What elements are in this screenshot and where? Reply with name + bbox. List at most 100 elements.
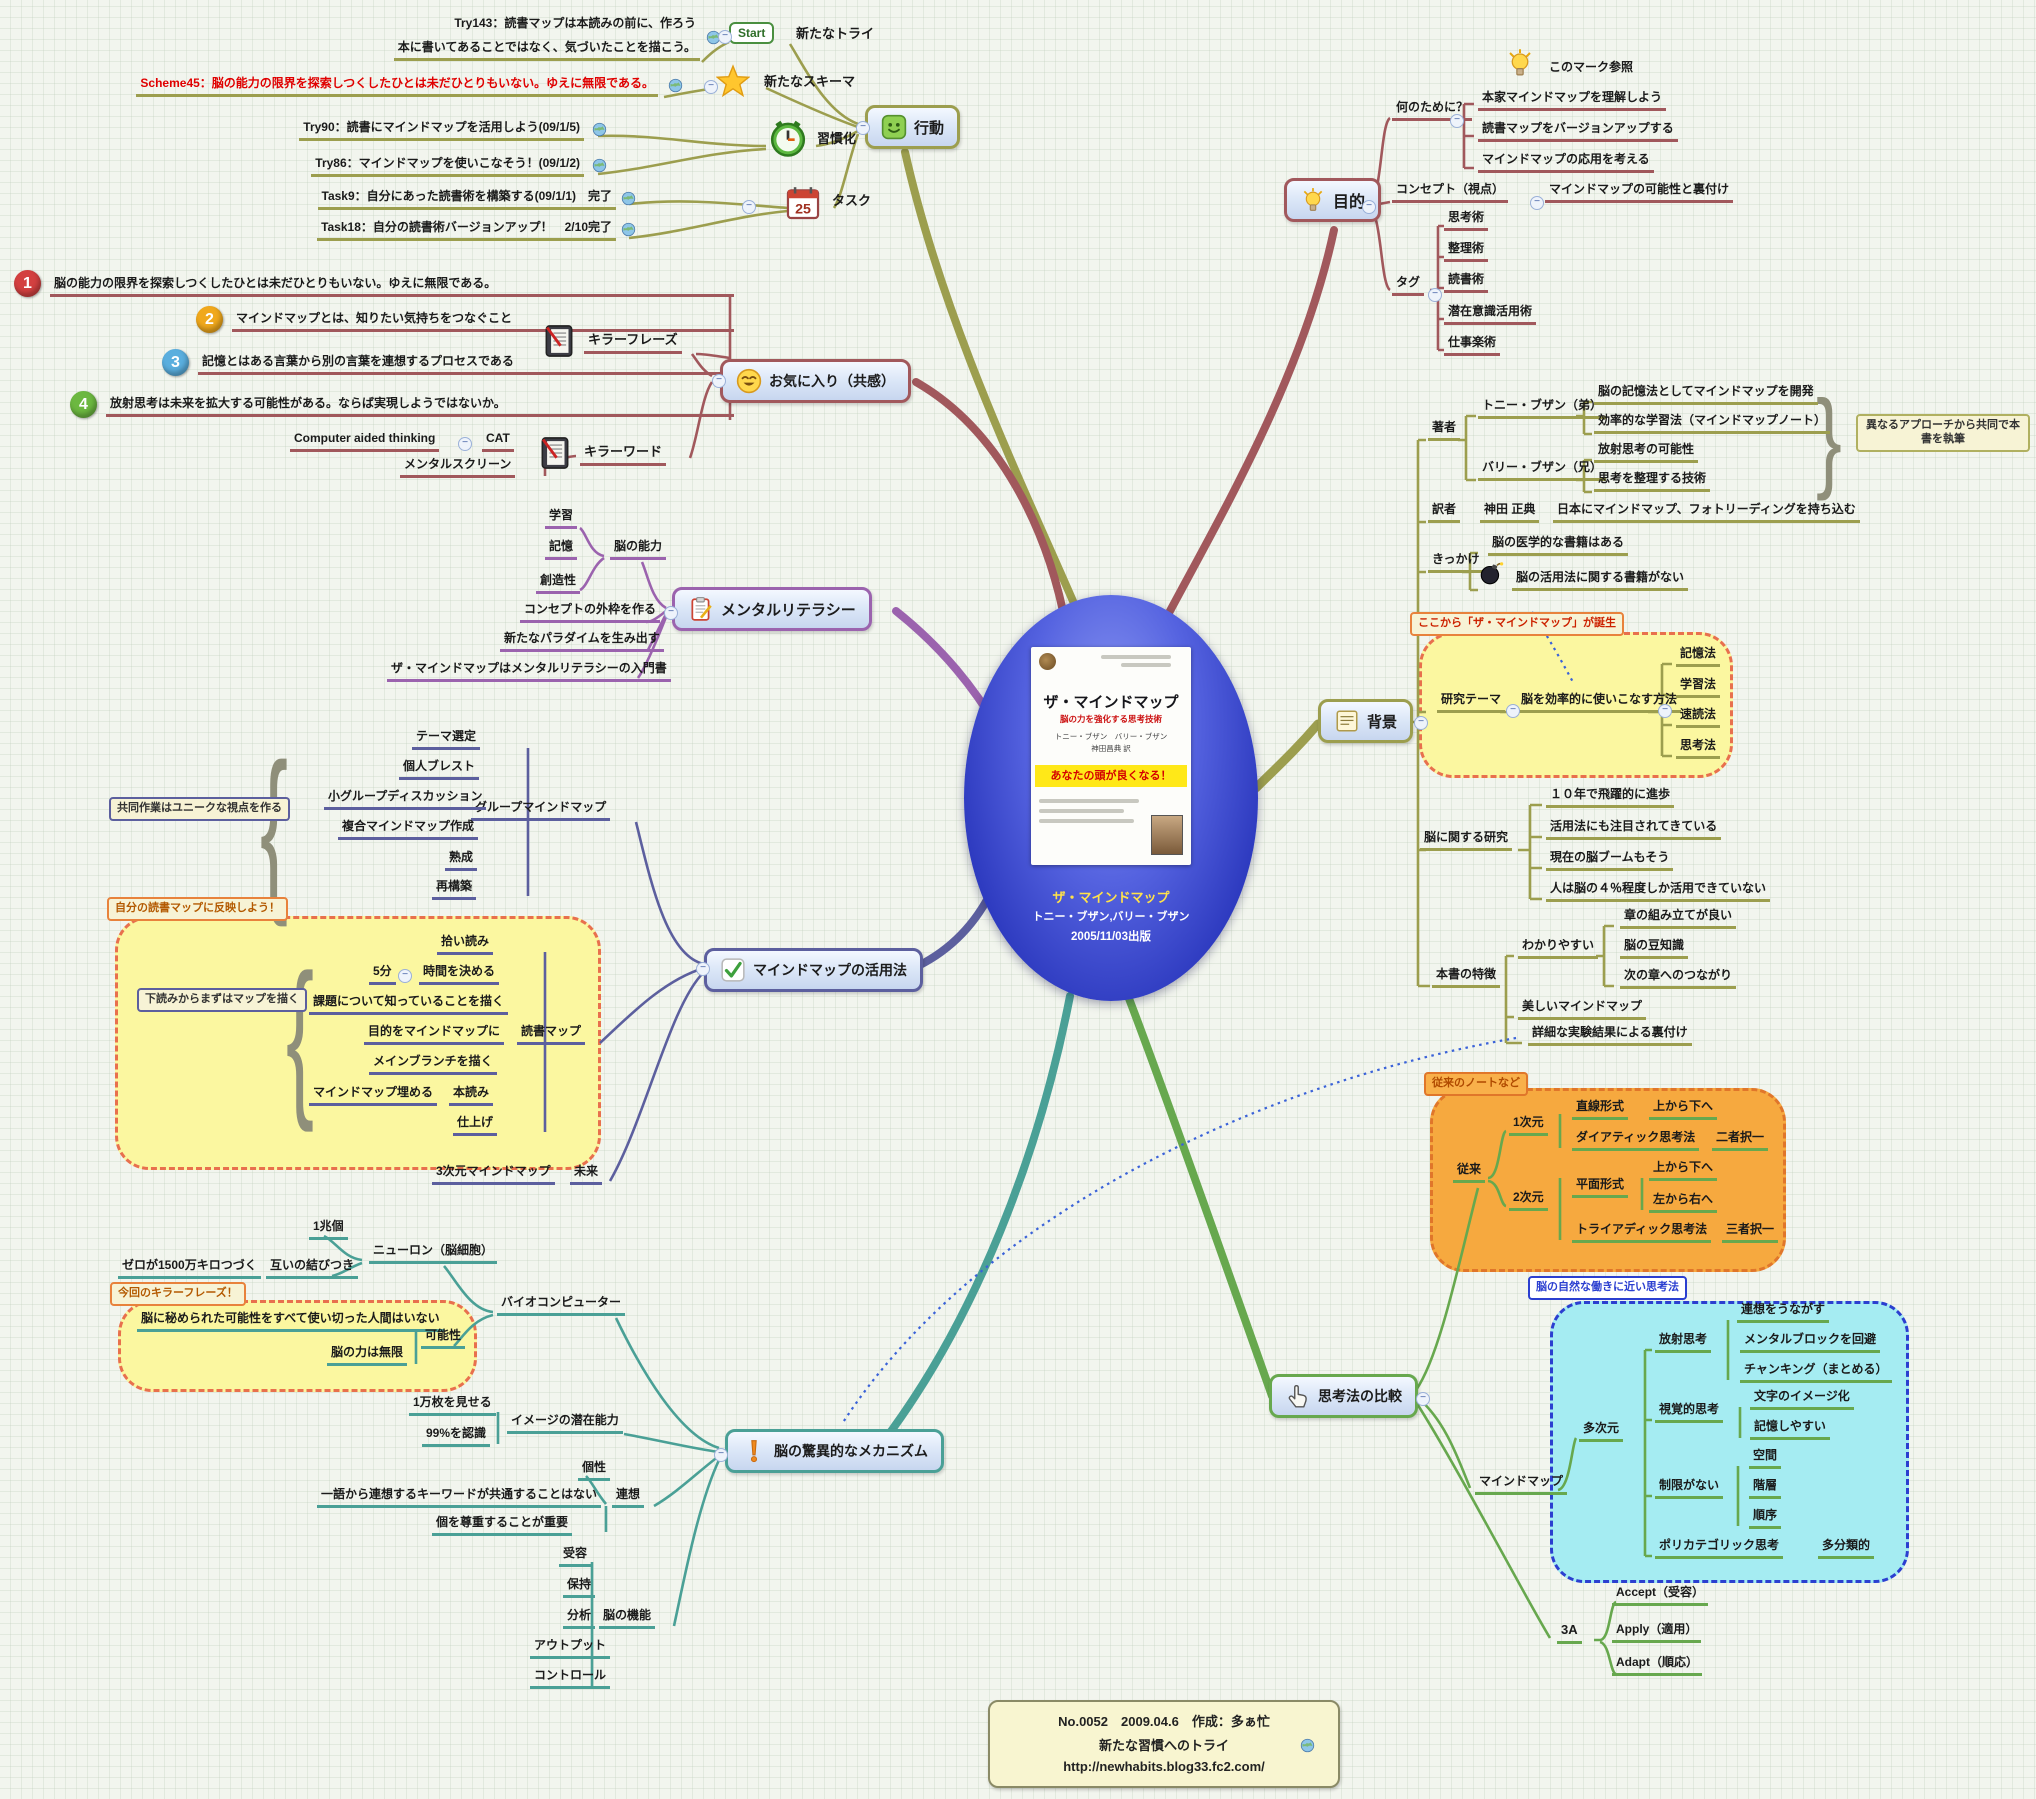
collapse-button[interactable]: − [1658,704,1672,718]
collapse-button[interactable]: − [718,30,732,44]
topic-compare[interactable]: 思考法の比較 [1269,1374,1418,1418]
label-background-trigger-b[interactable]: 脳の活用法に関する書籍がない [1512,570,1689,591]
label-favorite-killer_phrase-p4[interactable]: 放射思考は未来を拡大する可能性がある。ならば実現しようではないか。 [106,396,734,417]
collapse-button[interactable]: − [742,200,756,214]
label-action-task-label[interactable]: タスク [832,193,872,208]
label-mechanism-image-show[interactable]: 1万枚を見せる [409,1395,496,1416]
label-action-new_try-line1[interactable]: Try143：読書マップは本読みの前に、作ろう [454,16,696,30]
label-background-brain-items-2[interactable]: 現在の脳ブームもそう [1546,850,1674,871]
collapse-button[interactable]: − [1530,196,1544,210]
collapse-button[interactable]: − [704,80,718,94]
label-background-authors-barry_a[interactable]: 放射思考の可能性 [1594,442,1699,463]
label-background-trigger-label[interactable]: きっかけ [1428,552,1484,573]
label-background-brain-items-3[interactable]: 人は脳の４％程度しか活用できていない [1546,881,1771,902]
credit-box[interactable]: No.0052 2009.04.6 作成：多ぁ忙 新たな習慣へのトライ http… [988,1700,1340,1788]
collapse-button[interactable]: − [696,962,710,976]
label-purpose-why-b[interactable]: 読書マップをバージョンアップする [1478,121,1678,142]
label-mechanism-bio-infinite[interactable]: 脳の力は無限 [327,1345,408,1366]
label-favorite-killer_word-cat[interactable]: CAT [482,431,514,452]
label-action-habit-label[interactable]: 習慣化 [817,131,857,146]
topic-usage[interactable]: マインドマップの活用法 [704,948,923,992]
label-purpose-why-c[interactable]: マインドマップの応用を考える [1478,152,1654,173]
label-mental-learn[interactable]: 学習 [545,508,578,529]
label-mechanism-func-items-3[interactable]: アウトプット [530,1638,611,1659]
label-compare-mm-nolimit-a[interactable]: 空間 [1749,1448,1782,1469]
label-background-feature-evidence[interactable]: 詳細な実験結果による裏付け [1528,1025,1692,1046]
label-usage-reading-s2a[interactable]: 5分 [369,964,396,985]
label-favorite-killer_phrase-p1[interactable]: 脳の能力の限界を探索しつくしたひとは未だひとりもいない。ゆえに無限である。 [50,276,734,297]
label-usage-threed-future[interactable]: 未来 [570,1164,603,1185]
label-compare-mm-nolimit-label[interactable]: 制限がない [1655,1478,1724,1499]
label-background-feature-beautiful[interactable]: 美しいマインドマップ [1518,999,1647,1020]
label-background-authors-tony_b[interactable]: 効率的な学習法（マインドマップノート） [1594,413,1831,434]
label-background-authors-label[interactable]: 著者 [1428,420,1461,441]
label-mental-paradigm[interactable]: 新たなパラダイムを生み出す [500,631,664,652]
collapse-button[interactable]: − [398,969,412,983]
note-usage-group-note[interactable]: 共同作業はユニークな視点を作る [109,797,290,821]
label-compare-threeA-adapt[interactable]: Adapt（順応） [1612,1655,1702,1676]
label-mechanism-bio-trillion[interactable]: 1兆個 [309,1219,348,1240]
label-compare-mm-radiant-b[interactable]: メンタルブロックを回避 [1740,1332,1881,1353]
label-background-brain-items-0[interactable]: １０年で飛躍的に進歩 [1546,787,1675,808]
label-background-research-items-3[interactable]: 思考法 [1676,738,1721,759]
label-compare-conv-d2-l2r[interactable]: 左から右へ [1649,1192,1718,1213]
globe-icon[interactable] [592,158,607,173]
label-usage-reading-s6a[interactable]: マインドマップ埋める [309,1085,438,1106]
label-compare-conv-d2-plane[interactable]: 平面形式 [1572,1177,1629,1198]
label-mechanism-func-label[interactable]: 脳の機能 [599,1608,656,1629]
label-mechanism-bio-neuron[interactable]: ニューロン（脳細胞） [369,1243,498,1264]
label-mechanism-bio-label[interactable]: バイオコンピューター [497,1295,626,1316]
label-mechanism-assoc-nocommon[interactable]: 一語から連想するキーワードが共通することはない [317,1487,602,1508]
label-background-authors-barry[interactable]: バリー・ブザン（兄） [1478,460,1607,481]
globe-icon[interactable] [1300,1738,1315,1753]
label-background-research-label[interactable]: 研究テーマ [1437,692,1506,713]
label-background-feature-next[interactable]: 次の章へのつながり [1620,968,1737,989]
label-usage-group-steps-0[interactable]: テーマ選定 [412,729,481,750]
label-usage-reading-s5[interactable]: メインブランチを描く [369,1054,497,1075]
label-usage-reading-s1[interactable]: 拾い読み [437,934,494,955]
label-mechanism-bio-bond[interactable]: 互いの結びつき [266,1258,359,1279]
collapse-button[interactable]: − [1414,716,1428,730]
note-usage-reading-note1[interactable]: 自分の読書マップに反映しよう！ [107,897,288,921]
label-usage-reading-s2b[interactable]: 時間を決める [419,964,500,985]
collapse-button[interactable]: − [1428,288,1442,302]
label-compare-conv-d2-triadic[interactable]: トライアディック思考法 [1572,1222,1712,1243]
note-action-new_try-start[interactable]: Start [729,22,775,44]
number-badge[interactable]: 3 [162,349,189,376]
label-action-task-task18[interactable]: Task18：自分の読書術バージョンアップ！ 2/10完了 [317,220,616,241]
label-compare-mm-poly-a[interactable]: 多分類的 [1818,1538,1875,1559]
label-compare-conv-label[interactable]: 従来 [1453,1162,1486,1183]
label-compare-conv-d1-label[interactable]: 1次元 [1509,1115,1548,1136]
label-background-brain-items-1[interactable]: 活用法にも注目されてきている [1546,819,1722,840]
label-action-new_try-label[interactable]: 新たなトライ [796,26,875,41]
label-purpose-tags-items-3[interactable]: 潜在意識活用術 [1444,304,1537,325]
label-usage-reading-s6b[interactable]: 本読み [449,1085,494,1106]
label-compare-mm-radiant-c[interactable]: チャンキング（まとめる） [1740,1362,1892,1383]
label-background-feature-label[interactable]: 本書の特徴 [1432,967,1501,988]
label-mental-intro[interactable]: ザ・マインドマップはメンタルリテラシーの入門書 [387,661,671,682]
label-action-new_schema-label[interactable]: 新たなスキーマ [764,74,856,89]
globe-icon[interactable] [621,222,636,237]
label-mechanism-bio-zero[interactable]: ゼロが1500万キロつづく [118,1258,261,1279]
label-compare-threeA-label[interactable]: 3A [1557,1622,1582,1644]
label-background-research-items-0[interactable]: 記憶法 [1676,646,1721,667]
topic-mechanism[interactable]: 脳の驚異的なメカニズム [725,1429,944,1473]
note-compare-mm-note[interactable]: 脳の自然な働きに近い思考法 [1528,1276,1687,1300]
label-mental-ability[interactable]: 脳の能力 [610,539,667,560]
label-mechanism-image-recog[interactable]: 99%を認識 [422,1426,491,1447]
label-usage-reading-s3[interactable]: 課題について知っていることを描く [309,994,509,1015]
label-purpose-why-label[interactable]: 何のために？ [1392,100,1473,121]
topic-mental[interactable]: メンタルリテラシー [672,587,872,631]
label-background-research-items-1[interactable]: 学習法 [1676,677,1721,698]
label-compare-mm-multi[interactable]: 多次元 [1579,1421,1624,1442]
label-background-research-items-2[interactable]: 速読法 [1676,707,1721,728]
label-action-habit-try86[interactable]: Try86：マインドマップを使いこなそう！(09/1/2) [311,156,584,177]
number-badge[interactable]: 1 [14,270,41,297]
label-favorite-killer_word-label[interactable]: キラーワード [580,444,667,466]
label-purpose-tags-items-0[interactable]: 思考術 [1444,210,1489,231]
label-purpose-tags-items-2[interactable]: 読書術 [1444,272,1489,293]
topic-purpose[interactable]: 目的 [1284,178,1382,222]
label-background-authors-tony_a[interactable]: 脳の記憶法としてマインドマップを開発 [1594,384,1818,405]
collapse-button[interactable]: − [458,437,472,451]
label-background-trigger-a[interactable]: 脳の医学的な書籍はある [1488,535,1629,556]
